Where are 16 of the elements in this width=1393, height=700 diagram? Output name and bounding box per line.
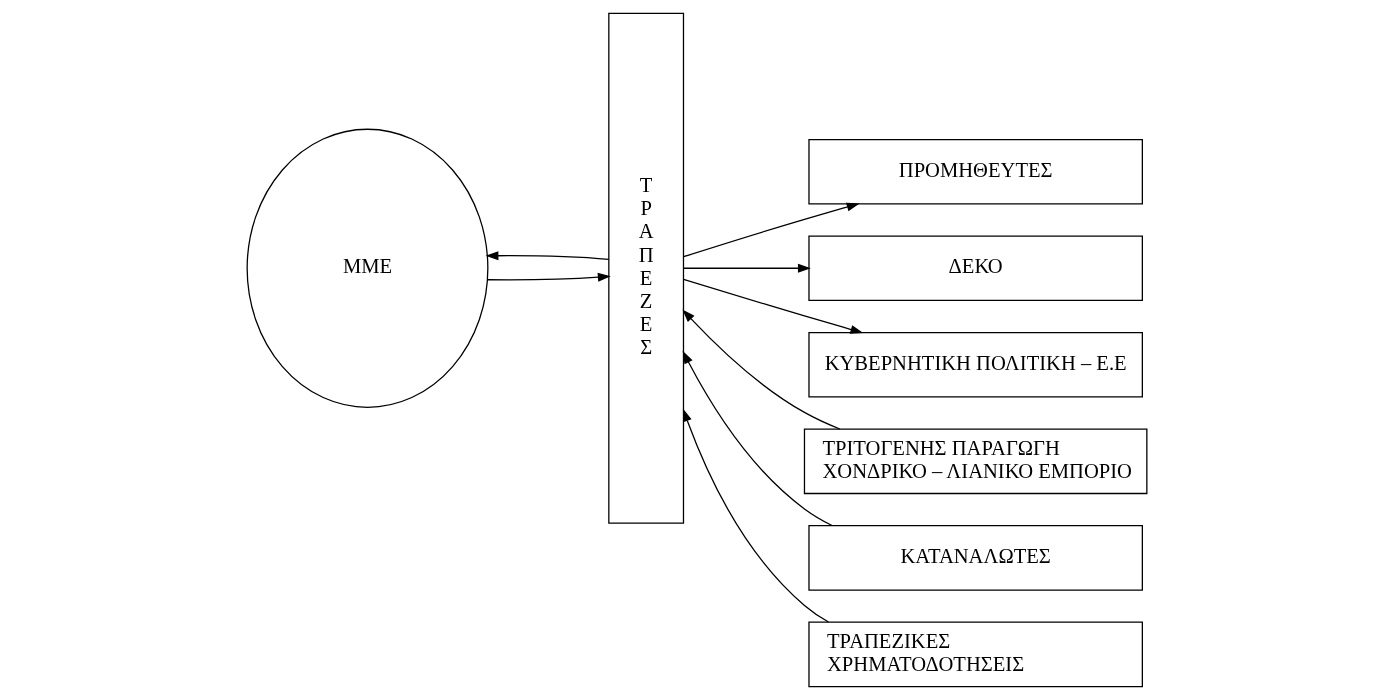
node-box: ΚΥΒΕΡΝΗΤΙΚΗ ΠΟΛΙΤΙΚΗ – Ε.Ε <box>807 331 1143 398</box>
node-box: ΚΑΤΑΝΑΛΩΤΕΣ <box>807 525 1143 591</box>
node-ellipse: ΜΜΕ <box>246 128 488 408</box>
arrow <box>486 272 611 282</box>
arrow <box>682 263 811 273</box>
node-box: Τ Ρ Α Π Ε Ζ Ε Σ <box>607 12 684 524</box>
node-box: ΠΡΟΜΗΘΕΥΤΕΣ <box>807 138 1143 205</box>
arrow <box>682 278 863 334</box>
node-box: ΤΡΙΤΟΓΕΝΗΣ ΠΑΡΑΓΩΓΗ ΧΟΝΔΡΙΚΟ – ΛΙΑΝΙΚΟ ΕΜΠΟΡΙΟ <box>803 428 1147 495</box>
arrow <box>681 309 840 430</box>
arrow <box>682 408 829 623</box>
arrow <box>682 350 833 527</box>
node-box: ΔΕΚΟ <box>807 235 1143 302</box>
node-box: ΤΡΑΠΕΖΙΚΕΣ ΧΡΗΜΑΤΟΔΟΤΗΣΕΙΣ <box>807 621 1143 688</box>
arrow <box>682 202 860 258</box>
arrow <box>485 251 609 261</box>
